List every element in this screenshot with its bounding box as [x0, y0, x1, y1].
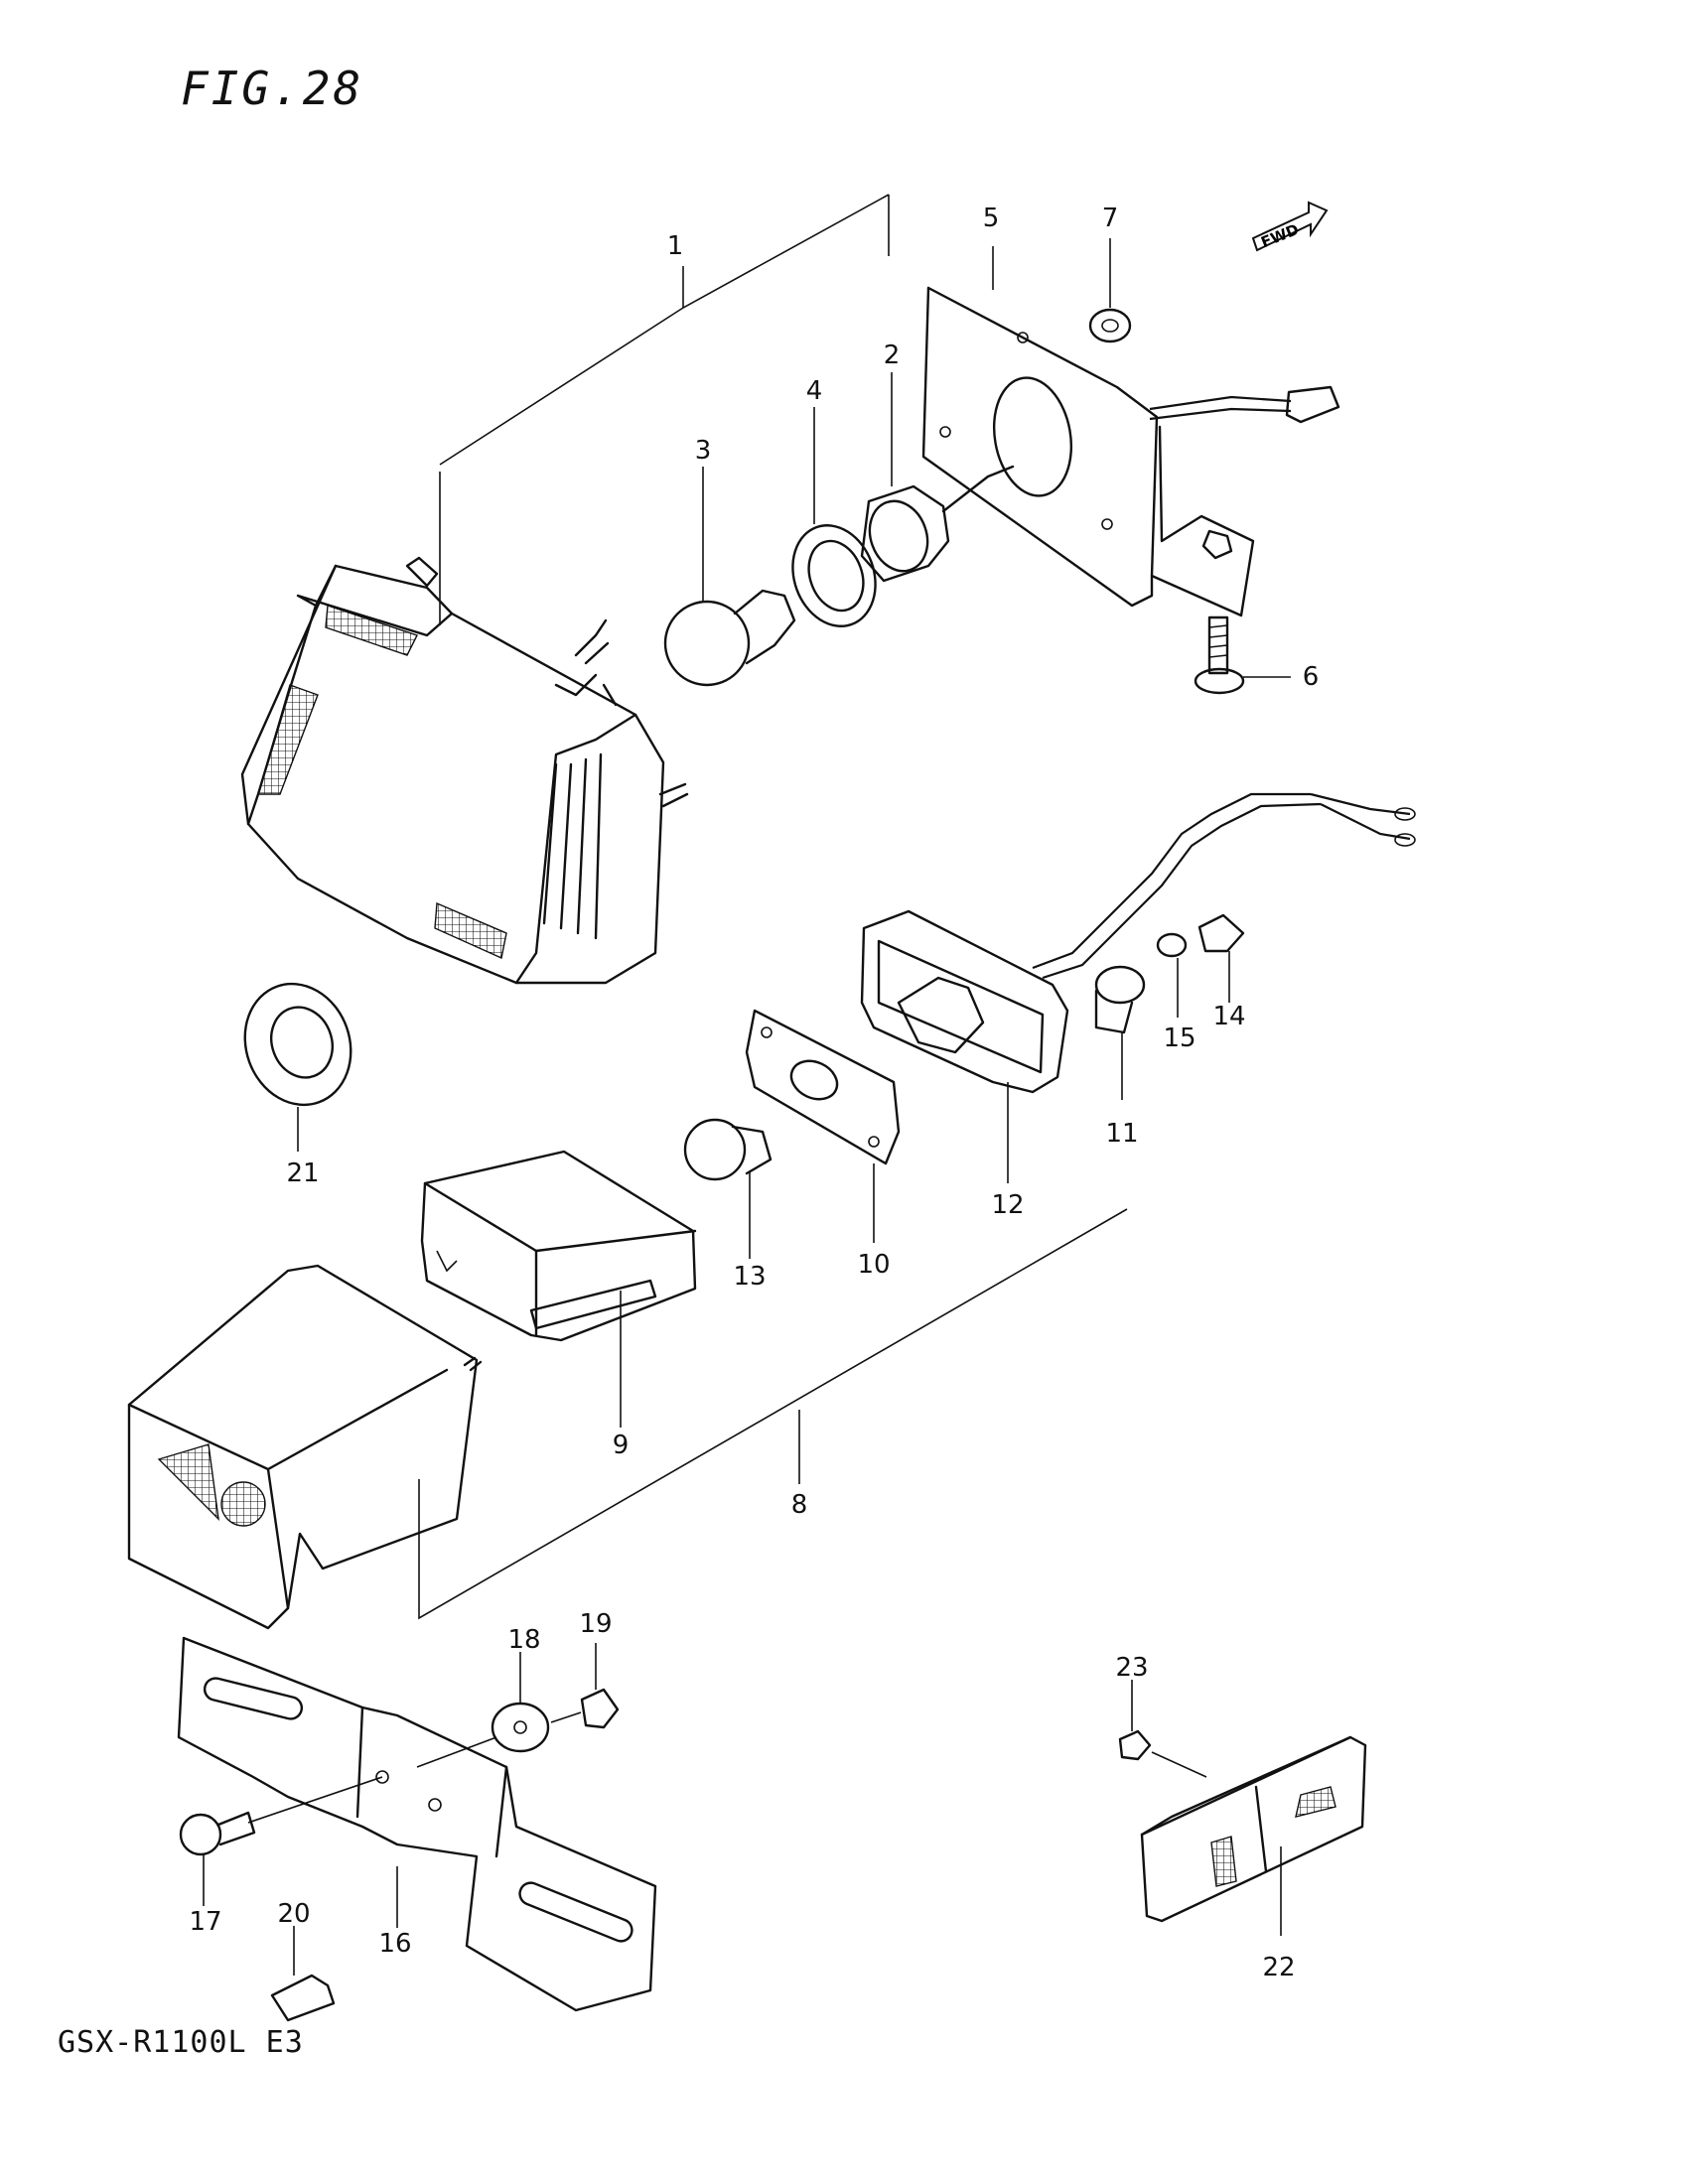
leader-1: [439, 194, 890, 625]
figure-title: FIG.28: [181, 62, 364, 115]
part-11-spacer: [1094, 965, 1146, 1100]
callout-2: 2: [884, 341, 901, 370]
part-23-nut: [1118, 1680, 1207, 1778]
callout-22: 22: [1262, 1953, 1295, 1982]
callout-15: 15: [1163, 1024, 1196, 1053]
part-4-gasket: [791, 407, 877, 627]
part-2-socket: [860, 372, 1015, 583]
callout-12: 12: [991, 1190, 1024, 1220]
callout-13: 13: [733, 1262, 766, 1292]
callout-6: 6: [1303, 662, 1320, 692]
callout-18: 18: [507, 1625, 540, 1655]
callout-16: 16: [378, 1929, 411, 1959]
leader-8: [418, 1208, 1128, 1620]
callout-4: 4: [806, 376, 823, 406]
part-19-nut: [550, 1643, 620, 1729]
part-5-bracket: [921, 246, 1340, 617]
callout-9: 9: [613, 1431, 630, 1460]
part-20-wedge-bulb: [270, 1926, 336, 2022]
part-7-nut: [1088, 238, 1132, 343]
callout-10: 10: [857, 1250, 890, 1280]
part-3-bulb: [663, 467, 796, 687]
part-12-license-lamp-housing: [860, 792, 1416, 1183]
callout-21: 21: [286, 1159, 319, 1188]
part-10-gasket-plate: [745, 1009, 901, 1243]
callout-7: 7: [1102, 204, 1119, 233]
callout-11: 11: [1105, 1119, 1138, 1149]
callout-8: 8: [791, 1490, 808, 1520]
part-17-bolt: [179, 1776, 383, 1906]
callout-14: 14: [1212, 1002, 1245, 1031]
part-13-small-bulb: [683, 1118, 773, 1259]
model-code: GSX-R1100L E3: [58, 2025, 304, 2060]
part-8-rear-housing: [127, 1264, 483, 1630]
callout-19: 19: [579, 1609, 612, 1639]
part-9-lens: [420, 1150, 697, 1428]
callout-23: 23: [1115, 1653, 1148, 1683]
part-6-bolt: [1194, 615, 1291, 695]
part-22-reflector: [1140, 1735, 1367, 1936]
part-21-grommet: [243, 982, 352, 1152]
part-15-washer: [1156, 932, 1188, 1018]
callout-5: 5: [983, 204, 1000, 233]
callout-3: 3: [695, 436, 712, 466]
part-16-plate-bracket: [177, 1636, 657, 2012]
callout-17: 17: [189, 1907, 221, 1937]
part-14-nut: [1197, 913, 1245, 1003]
part-1-tail-light: [240, 556, 689, 985]
forward-arrow-icon: FWD: [1251, 201, 1329, 252]
callout-labels: 1 2 3 4 5 6 7 8 9 10 11 12 13 14 15 16 1…: [189, 204, 1319, 1982]
callout-20: 20: [277, 1899, 310, 1929]
part-18-washer: [416, 1652, 550, 1768]
callout-1: 1: [667, 231, 684, 261]
